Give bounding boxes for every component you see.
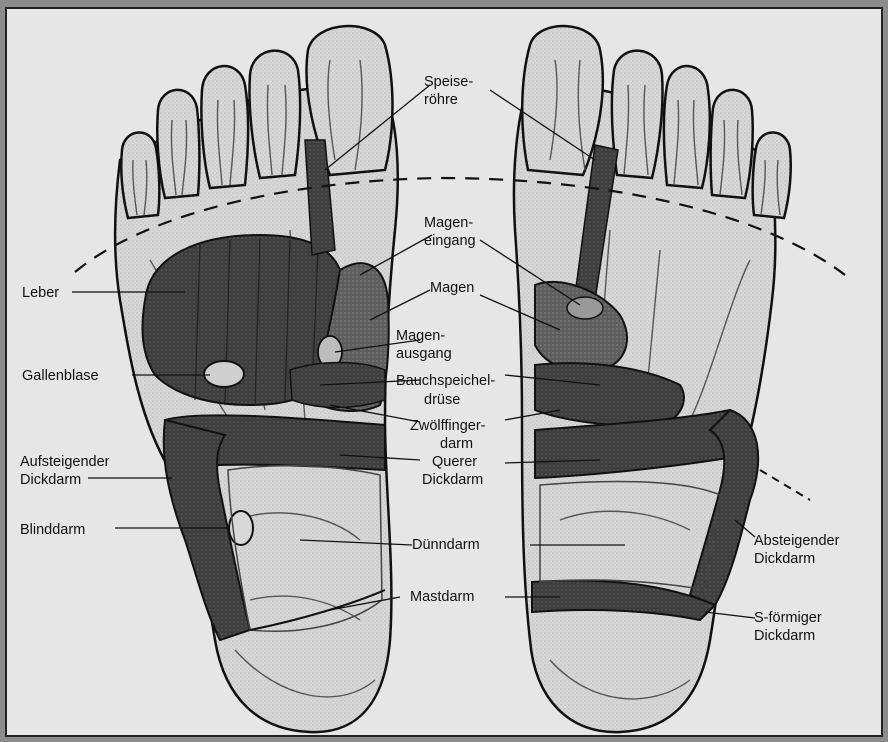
label-absteigender-dickdarm-2: Dickdarm — [754, 551, 815, 567]
right-toe-3 — [664, 66, 710, 188]
label-querer-dickdarm-1: Querer — [432, 454, 477, 470]
label-speiseroehre-1: Speise- — [424, 74, 473, 90]
label-magenausgang-2: ausgang — [396, 346, 452, 362]
label-s-foermiger-dickdarm-2: Dickdarm — [754, 628, 815, 644]
label-querer-dickdarm-2: Dickdarm — [422, 472, 483, 488]
left-toe-5 — [121, 132, 159, 218]
label-absteigender-dickdarm-1: Absteigender — [754, 533, 840, 549]
label-aufsteigender-dickdarm-1: Aufsteigender — [20, 454, 110, 470]
label-speiseroehre-2: röhre — [424, 92, 458, 108]
label-mageneingang-1: Magen- — [424, 215, 473, 231]
label-mageneingang-2: eingang — [424, 233, 476, 249]
label-duenndarm: Dünndarm — [412, 537, 480, 553]
label-blinddarm: Blinddarm — [20, 522, 85, 538]
left-zone-gallenblase — [204, 361, 244, 387]
label-zwoelffingerdarm-1: Zwölffinger- — [410, 418, 486, 434]
label-magenausgang-1: Magen- — [396, 328, 445, 344]
right-toe-5 — [753, 132, 791, 218]
label-bauchspeicheldruese-1: Bauchspeichel- — [396, 373, 495, 389]
label-bauchspeicheldruese-2: drüse — [424, 392, 460, 408]
left-toe-3 — [201, 66, 248, 188]
label-zwoelffingerdarm-2: darm — [440, 436, 473, 452]
left-toe-2 — [249, 51, 300, 178]
right-toe-2 — [612, 51, 663, 178]
right-toe-big — [522, 26, 603, 175]
label-mastdarm: Mastdarm — [410, 589, 474, 605]
right-toe-4 — [711, 90, 753, 198]
label-leber: Leber — [22, 285, 59, 301]
left-toe-4 — [157, 90, 199, 198]
label-magen: Magen — [430, 280, 474, 296]
label-gallenblase: Gallenblase — [22, 368, 99, 384]
label-aufsteigender-dickdarm-2: Dickdarm — [20, 472, 81, 488]
left-zone-bauchspeicheldruese — [290, 363, 385, 408]
label-s-foermiger-dickdarm-1: S-förmiger — [754, 610, 822, 626]
